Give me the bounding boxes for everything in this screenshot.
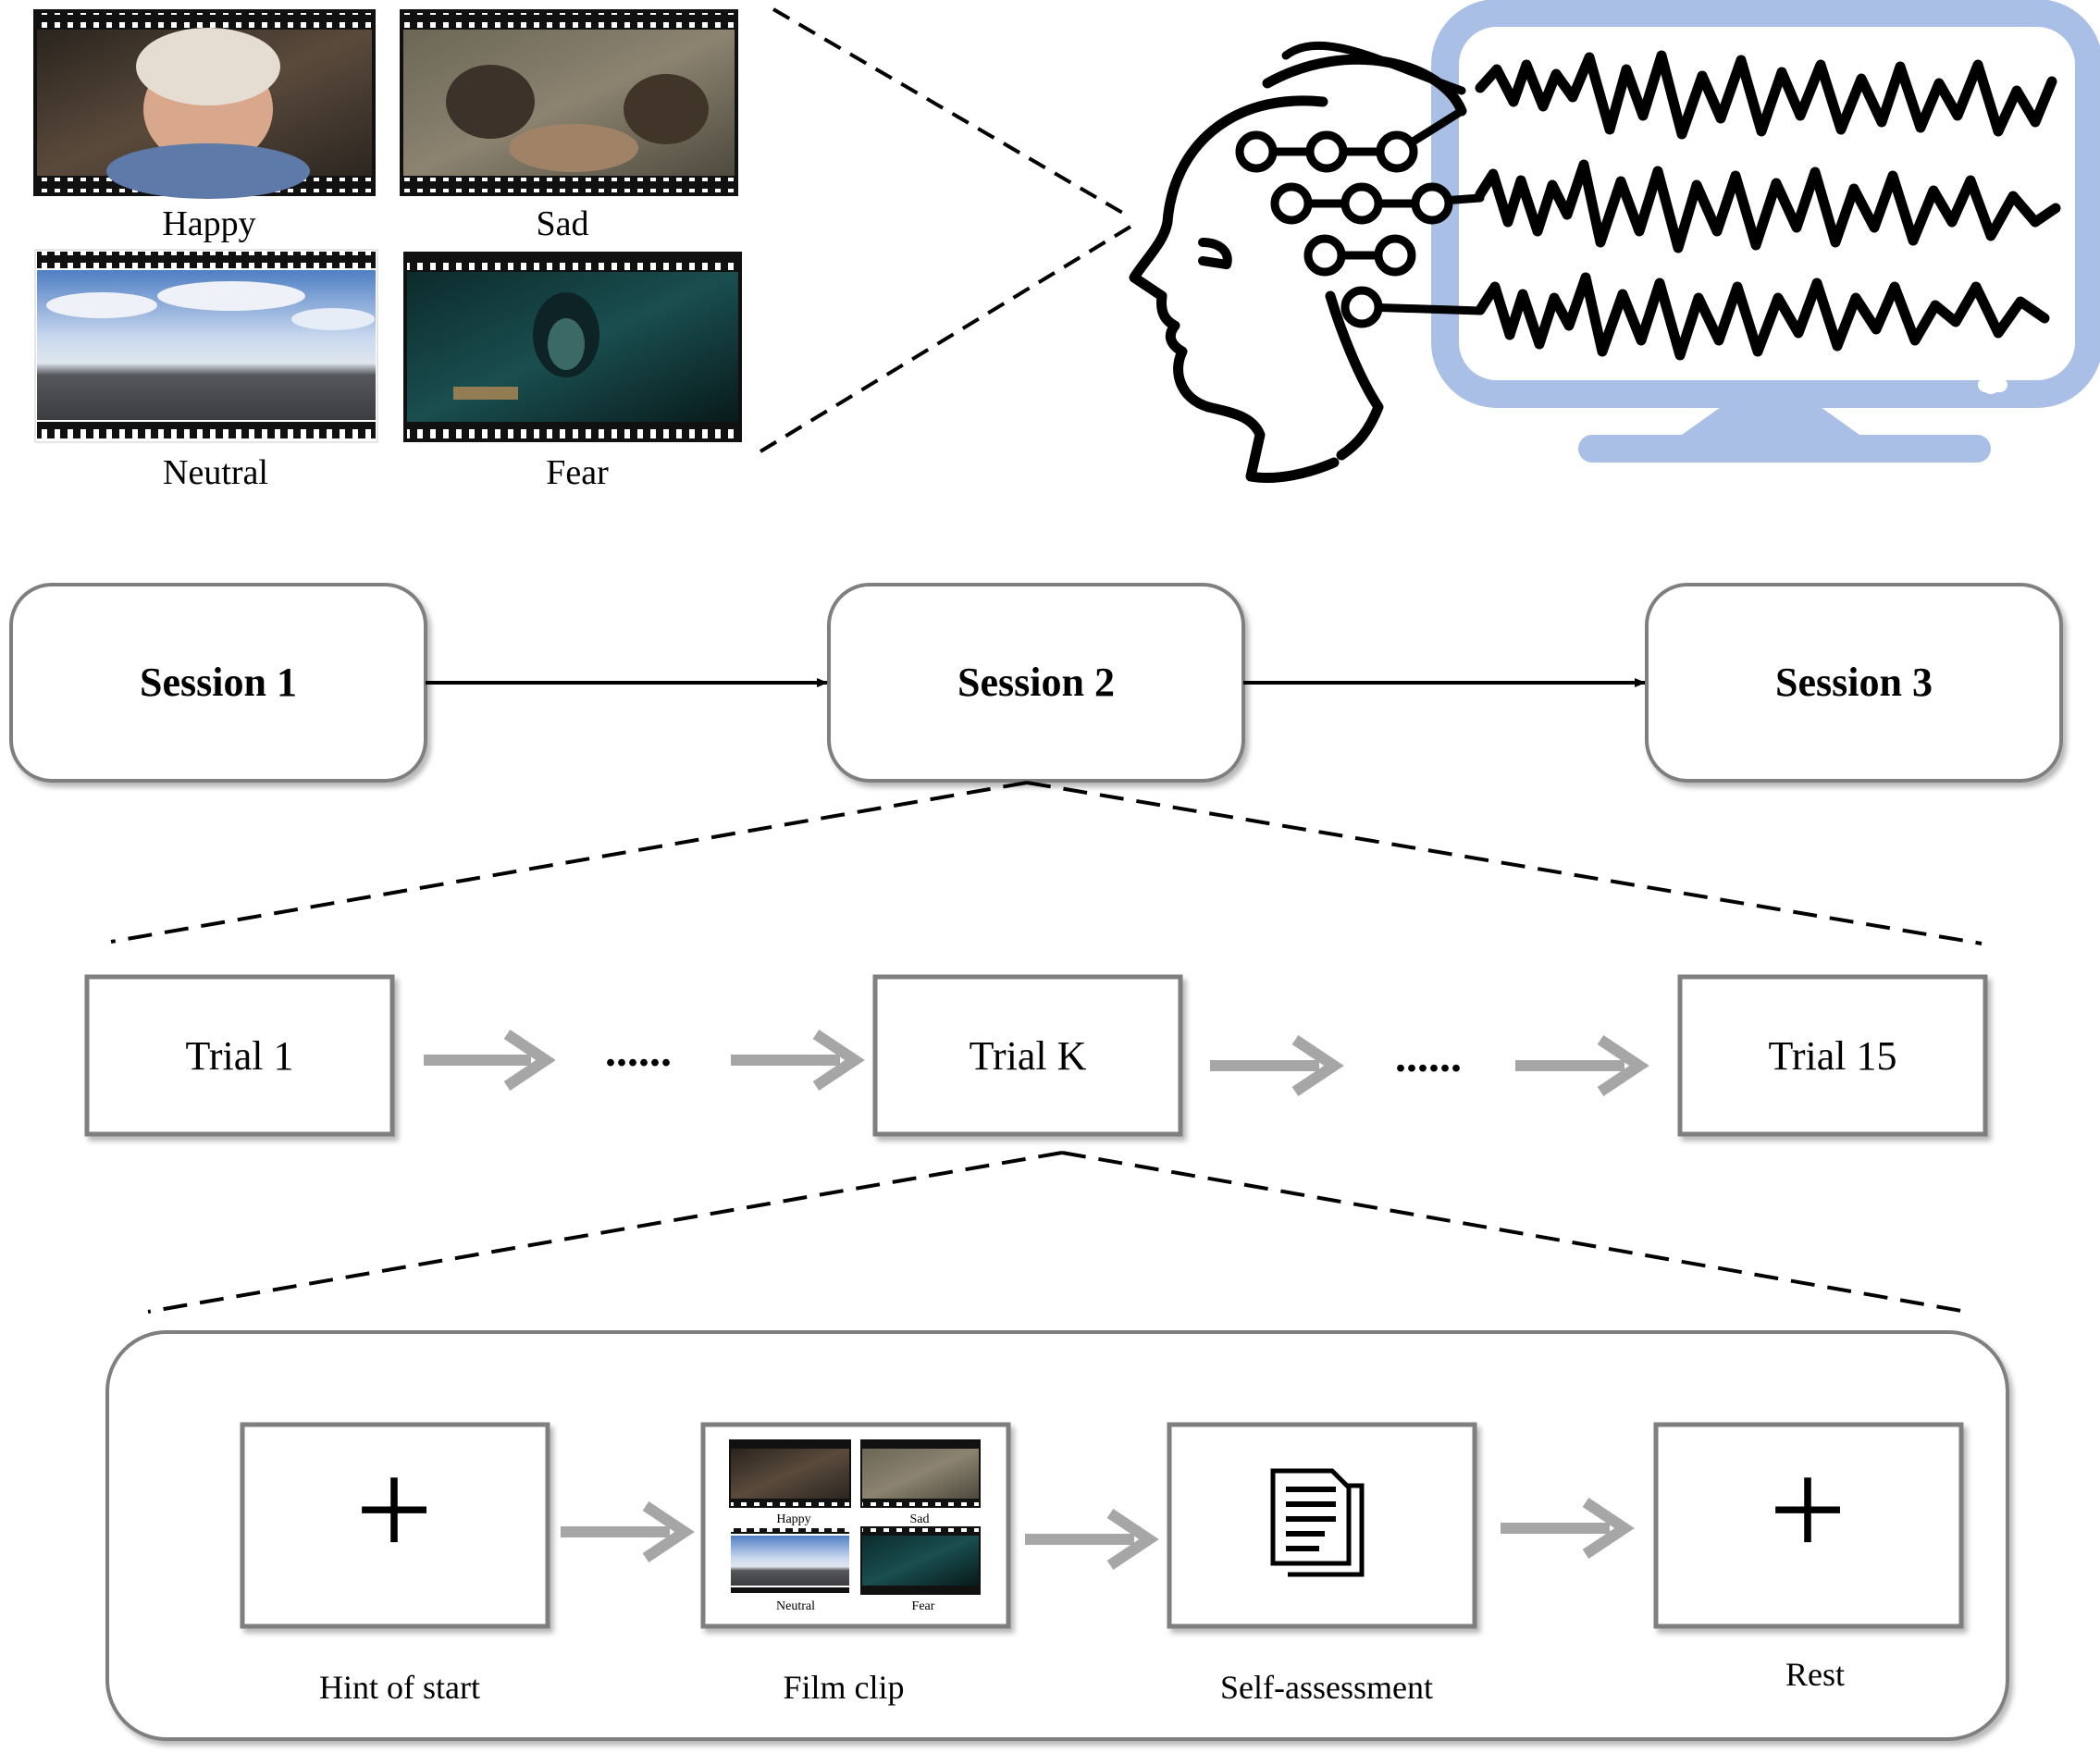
session-label-2: Session 2 <box>957 660 1115 705</box>
film-clip-thumb-sad: Sad <box>910 1512 930 1526</box>
hint-screen-box <box>240 1422 550 1629</box>
self-assessment-screen-box <box>1167 1422 1477 1629</box>
sad-label: Sad <box>537 204 589 243</box>
film-clip-label: Film clip <box>783 1669 904 1706</box>
projection-line-lower <box>759 225 1132 453</box>
film-frame-fear <box>403 252 742 442</box>
gray-arrow-trial-2 <box>731 1030 865 1091</box>
head-profile-outline <box>1129 95 1340 484</box>
fear-label: Fear <box>546 453 609 492</box>
electrode-row-4 <box>1340 286 1383 328</box>
trial-label-first: Trial 1 <box>186 1033 294 1079</box>
film-frame-sad <box>400 9 738 196</box>
eeg-wave-3 <box>1475 272 2050 361</box>
trial-ellipsis-left: ...... <box>605 1027 672 1076</box>
film-frame-neutral <box>34 249 378 443</box>
electrode-row-2 <box>1270 182 1453 225</box>
happy-label: Happy <box>162 204 255 243</box>
gray-arrow-trial-4 <box>1515 1035 1649 1096</box>
projection-line-upper <box>772 7 1132 219</box>
session-row: Session 1 Session 2 Session 3 <box>9 583 2063 783</box>
self-assessment-label: Self-assessment <box>1220 1669 1433 1706</box>
expand-line-trial-right <box>1061 1151 1968 1314</box>
expand-line-session-left <box>110 781 1028 944</box>
monitor-stand-neck <box>1682 407 1859 435</box>
film-clip-thumb-neutral: Neutral <box>776 1599 815 1613</box>
session-box-3 <box>1645 583 2063 783</box>
film-stimuli-grid: Happy Sad Neutral <box>33 9 742 492</box>
gray-arrow-step-1 <box>561 1501 695 1562</box>
film-clip-thumb-happy: Happy <box>776 1512 810 1526</box>
eeg-monitor <box>1431 0 2100 463</box>
electrode-row-1 <box>1235 106 1466 173</box>
trial-box-first <box>84 974 395 1137</box>
session-label-3: Session 3 <box>1775 660 1933 705</box>
film-clip-thumb-fear: Fear <box>912 1599 935 1613</box>
gray-arrow-trial-3 <box>1210 1035 1344 1096</box>
trial-label-last: Trial 15 <box>1769 1033 1897 1079</box>
trial-label-middle: Trial K <box>970 1033 1087 1079</box>
trial-row: Trial 1 Trial K Trial 15 ...... ...... <box>84 974 1988 1137</box>
trial-box-last <box>1677 974 1988 1137</box>
monitor-stand-base <box>1578 435 1991 463</box>
hint-label: Hint of start <box>319 1669 480 1706</box>
trial-ellipsis-right: ...... <box>1395 1032 1462 1081</box>
session-label-1: Session 1 <box>140 660 297 705</box>
gray-arrow-step-3 <box>1501 1498 1635 1559</box>
rest-screen-box <box>1653 1422 1964 1629</box>
trial-steps-panel: + Hint of start Happy Sad Neutral Fear <box>105 1330 2009 1741</box>
neutral-label: Neutral <box>163 453 268 492</box>
film-clip-thumbnail: Happy Sad Neutral Fear <box>729 1439 981 1613</box>
fixation-cross-hint: + <box>355 1433 434 1586</box>
rest-label: Rest <box>1785 1656 1845 1693</box>
expand-line-trial-left <box>147 1151 1063 1314</box>
film-frame-happy <box>33 9 376 199</box>
expand-line-session-right <box>1026 781 1983 945</box>
trial-box-middle <box>872 974 1183 1137</box>
cable-1 <box>1281 41 1466 95</box>
gray-arrow-trial-1 <box>424 1030 556 1091</box>
head-with-eeg-cap <box>1129 41 1485 484</box>
gray-arrow-step-2 <box>1025 1509 1159 1570</box>
eye-mark <box>1198 238 1232 269</box>
electrode-row-3 <box>1303 234 1416 277</box>
cable-3 <box>1361 302 1485 315</box>
eeg-wave-1 <box>1475 50 2057 140</box>
fixation-cross-rest: + <box>1769 1433 1847 1586</box>
document-icon <box>1270 1468 1365 1577</box>
ear-outline <box>1325 290 1384 461</box>
eeg-wave-2 <box>1475 159 2061 253</box>
